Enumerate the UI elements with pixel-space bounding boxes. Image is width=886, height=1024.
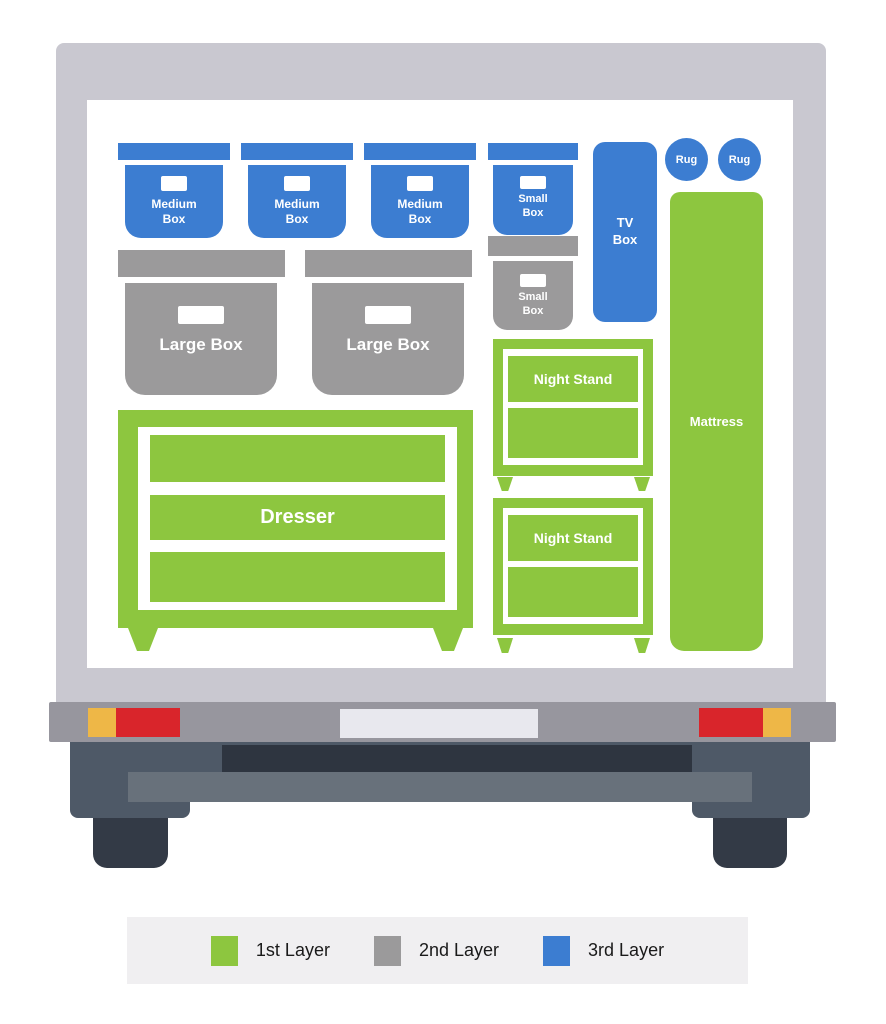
wheel-right <box>713 818 787 868</box>
small-box-label: Small Box <box>518 291 548 317</box>
night-stand-drawer <box>508 408 638 458</box>
rug-label: Rug <box>675 153 698 166</box>
night-stand-front-panel: Night Stand <box>503 349 643 465</box>
medium-box-lid <box>241 143 353 160</box>
small-box-lid <box>488 143 578 160</box>
mattress-label: Mattress <box>689 414 744 429</box>
box-handle <box>407 176 433 191</box>
small-box-label: Small Box <box>518 193 548 219</box>
tail-light-yellow <box>88 708 116 737</box>
night-stand-drawer <box>508 567 638 617</box>
small-box-blue: Small Box <box>493 165 573 235</box>
hitch-recess <box>222 745 692 772</box>
night-stand-front-panel: Night Stand <box>503 508 643 624</box>
night-stand-foot <box>634 638 650 653</box>
small-box-gray: Small Box <box>493 261 573 330</box>
mattress: Mattress <box>670 192 763 651</box>
tv-box-label: TV Box <box>612 215 638 247</box>
medium-box: Medium Box <box>371 165 469 238</box>
medium-box-label: Medium Box <box>151 197 197 226</box>
tv-box: TV Box <box>593 142 657 322</box>
dresser-drawer <box>150 552 445 602</box>
night-stand-foot <box>497 477 513 491</box>
legend-item-3rd-layer: 3rd Layer <box>543 935 665 966</box>
box-handle <box>520 176 546 189</box>
legend-swatch-3rd-layer <box>543 935 571 966</box>
large-box: Large Box <box>125 283 277 395</box>
large-box-label: Large Box <box>346 335 430 354</box>
large-box-label: Large Box <box>159 335 243 354</box>
legend: 1st Layer 2nd Layer 3rd Layer <box>127 917 748 984</box>
dresser-foot <box>433 628 463 651</box>
box-handle <box>365 306 411 324</box>
night-stand: Night Stand <box>493 339 653 476</box>
legend-label: 3rd Layer <box>588 940 665 960</box>
night-stand-drawer: Night Stand <box>508 356 638 402</box>
license-plate <box>340 709 538 738</box>
box-handle <box>161 176 187 191</box>
wheel-left <box>93 818 168 868</box>
large-box-lid <box>118 250 285 277</box>
medium-box-lid <box>364 143 476 160</box>
night-stand-drawer: Night Stand <box>508 515 638 561</box>
legend-swatch-2nd-layer <box>373 935 401 966</box>
legend-label: 1st Layer <box>255 940 330 960</box>
dresser-drawer <box>150 435 445 482</box>
night-stand-foot <box>497 638 513 653</box>
medium-box-label: Medium Box <box>274 197 320 226</box>
dresser-foot <box>128 628 158 651</box>
axle-bar <box>128 772 752 802</box>
dresser-front-panel: Dresser <box>138 427 457 610</box>
dresser: Dresser <box>118 410 473 628</box>
night-stand-foot <box>634 477 650 491</box>
large-box-lid <box>305 250 472 277</box>
box-handle <box>284 176 310 191</box>
tail-light-red <box>116 708 180 737</box>
dresser-drawer: Dresser <box>150 495 445 540</box>
medium-box-label: Medium Box <box>397 197 443 226</box>
medium-box-lid <box>118 143 230 160</box>
tail-light-red <box>699 708 763 737</box>
medium-box: Medium Box <box>125 165 223 238</box>
large-box: Large Box <box>312 283 464 395</box>
rug: Rug <box>665 138 708 181</box>
rug-label: Rug <box>728 153 751 166</box>
medium-box: Medium Box <box>248 165 346 238</box>
legend-label: 2nd Layer <box>418 940 500 960</box>
legend-swatch-1st-layer <box>210 935 238 966</box>
box-handle <box>520 274 546 287</box>
rug: Rug <box>718 138 761 181</box>
small-box-lid <box>488 236 578 256</box>
night-stand: Night Stand <box>493 498 653 635</box>
box-handle <box>178 306 224 324</box>
legend-item-2nd-layer: 2nd Layer <box>373 935 500 966</box>
tail-light-yellow <box>763 708 791 737</box>
legend-item-1st-layer: 1st Layer <box>210 935 330 966</box>
